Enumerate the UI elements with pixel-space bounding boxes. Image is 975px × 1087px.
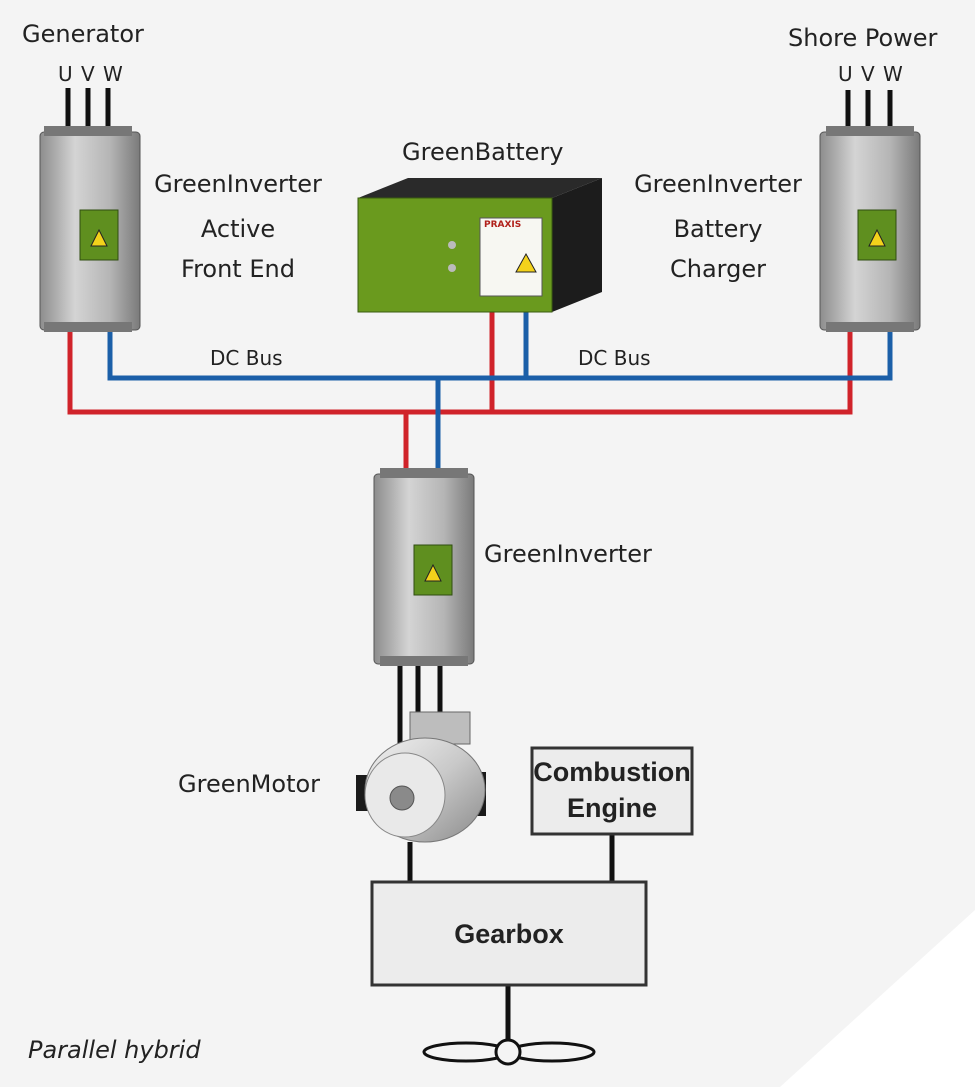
inverter-left-line3: Front End xyxy=(181,255,295,283)
inverter-right-line3: Charger xyxy=(670,255,766,283)
inverter-center-device xyxy=(373,468,475,666)
inverter-left-device xyxy=(39,126,141,332)
dc-bus-left-label: DC Bus xyxy=(210,346,283,370)
inverter-right-line2: Battery xyxy=(673,215,763,243)
motor-phase-wires xyxy=(397,666,443,748)
battery-device xyxy=(357,178,602,313)
dc-negative-wires xyxy=(107,310,893,472)
inverter-left-title: GreenInverter xyxy=(154,170,322,198)
battery-label: GreenBattery xyxy=(402,138,564,166)
engine-label-line1: Combustion xyxy=(533,757,691,787)
battery-brand-label: PRAXIS xyxy=(484,220,522,230)
engine-box xyxy=(530,746,694,836)
inverter-right-title: GreenInverter xyxy=(634,170,802,198)
engine-label-line2: Engine xyxy=(566,793,657,823)
gearbox-box xyxy=(370,880,648,987)
gearbox-label: Gearbox xyxy=(454,919,564,949)
inverter-left-line2: Active xyxy=(200,215,276,243)
motor-label: GreenMotor xyxy=(178,770,321,798)
propeller-icon xyxy=(422,1038,596,1066)
dc-bus-right-label: DC Bus xyxy=(578,346,651,370)
inverter-center-label: GreenInverter xyxy=(484,540,652,568)
motor-device xyxy=(356,711,486,843)
background-corner xyxy=(780,910,975,1087)
shore-power-label: Shore Power xyxy=(788,24,938,52)
inverter-right-device xyxy=(819,126,921,332)
diagram-caption: Parallel hybrid xyxy=(28,1036,201,1064)
generator-label: Generator xyxy=(22,20,144,48)
shore-phases-label: U V W xyxy=(838,62,904,86)
generator-phases-label: U V W xyxy=(58,62,124,86)
dc-positive-wires xyxy=(67,310,853,472)
